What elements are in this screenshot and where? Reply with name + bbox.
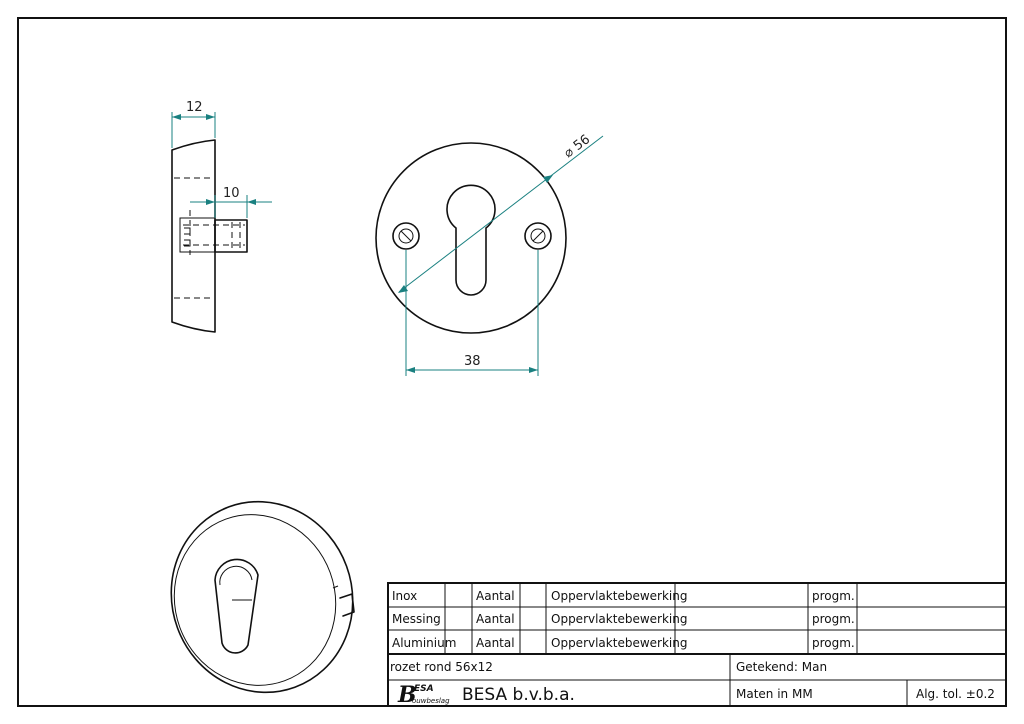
quantity-label-1: Aantal [476, 589, 515, 603]
svg-text:ouwbeslag: ouwbeslag [412, 697, 450, 705]
besa-logo: B ESA ouwbeslag [397, 682, 450, 708]
dimension-12: 12 [186, 100, 203, 115]
prog-label-2: progm. [812, 612, 855, 626]
units-note: Maten in MM [736, 687, 813, 701]
svg-text:B: B [397, 682, 417, 708]
front-view: ⌀ 56 38 [375, 132, 604, 376]
material-inox: Inox [392, 589, 417, 603]
drawn-by: Getekend: Man [736, 660, 827, 674]
dimension-10: 10 [223, 186, 240, 201]
quantity-label-2: Aantal [476, 612, 515, 626]
side-view: 12 10 [171, 100, 272, 333]
finish-label-2: Oppervlaktebewerking [551, 612, 687, 626]
svg-text:ESA: ESA [414, 684, 434, 694]
company-name: BESA b.v.b.a. [462, 685, 575, 705]
isometric-view [170, 500, 355, 694]
dimension-diameter-56: ⌀ 56 [561, 132, 593, 161]
prog-label-3: progm. [812, 636, 855, 650]
dimension-38: 38 [464, 354, 481, 369]
tolerance-note: Alg. tol. ±0.2 [916, 687, 995, 701]
finish-label-3: Oppervlaktebewerking [551, 636, 687, 650]
part-name: rozet rond 56x12 [390, 660, 493, 674]
material-aluminium: Aluminium [392, 636, 456, 650]
title-block: Inox Aantal Oppervlaktebewerking progm. … [387, 582, 1007, 708]
quantity-label-3: Aantal [476, 636, 515, 650]
finish-label-1: Oppervlaktebewerking [551, 589, 687, 603]
material-messing: Messing [392, 612, 441, 626]
prog-label-1: progm. [812, 589, 855, 603]
